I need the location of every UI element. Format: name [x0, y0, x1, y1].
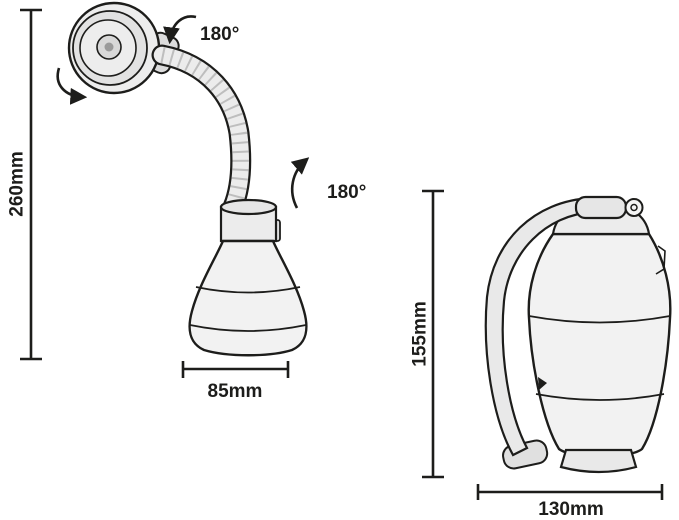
dimension-width-base: 85mm: [181, 361, 290, 402]
hanging-ring-center: [630, 203, 638, 212]
lamp-body: [188, 239, 308, 357]
height-label-right: 155mm: [410, 301, 431, 367]
folded-lamp-base: [559, 448, 638, 474]
dimension-height-left: 260mm: [7, 8, 42, 361]
head-lens-center: [104, 42, 114, 52]
latch-mark: [538, 377, 547, 390]
flexible-neck: [151, 44, 252, 218]
height-label-left: 260mm: [7, 151, 28, 217]
dimension-height-right: 155mm: [410, 189, 444, 479]
folded-lamp-body: [527, 201, 672, 474]
side-notch: [655, 245, 666, 275]
folded-body-seam-low: [535, 393, 665, 401]
lamp-socket: [219, 198, 278, 243]
folded-body-seam-mid: [528, 315, 671, 324]
hanging-ring: [624, 198, 644, 217]
rotation-label-neck: 180°: [327, 182, 366, 203]
lamp-head: [67, 1, 161, 95]
body-seam-lower: [189, 324, 307, 332]
folded-lamp-handle: [484, 196, 595, 457]
width-label-right: 130mm: [538, 499, 604, 520]
rotation-arrow-head-bottom: [56, 67, 88, 105]
rotation-arrow-head-top: [163, 15, 197, 45]
dimension-width-right: 130mm: [476, 484, 664, 520]
rotation-arrow-neck: [290, 157, 310, 209]
rotation-label-head: 180°: [200, 24, 239, 45]
base-width-label: 85mm: [208, 381, 263, 402]
body-seam-upper: [195, 286, 301, 294]
hanging-hook: [574, 195, 644, 220]
